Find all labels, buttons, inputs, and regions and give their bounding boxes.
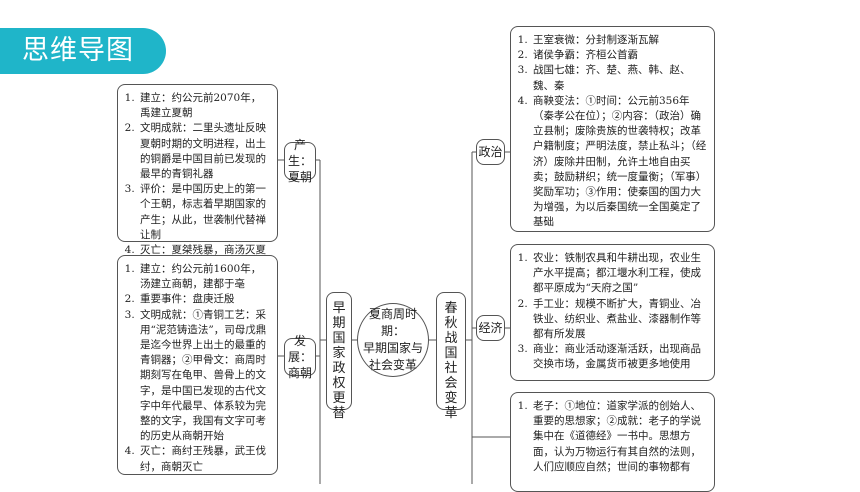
right-branch-title: 春秋战国社会变革 bbox=[444, 301, 458, 421]
economy-label: 经济 bbox=[478, 321, 503, 335]
economy-label-node: 经济 bbox=[476, 315, 505, 341]
list-item: 文明成就：①青铜工艺：采用“泥范铸造法”，司母戊鼎是迄今世界上出土的最重的青铜器… bbox=[138, 308, 270, 445]
list-item: 诸侯争霸：齐桓公首霸 bbox=[531, 48, 707, 63]
list-item: 建立：约公元前1600年，汤建立商朝，建都于亳 bbox=[138, 262, 270, 292]
left-branch-title: 早期国家政权更替 bbox=[332, 301, 346, 421]
shang-label-node: 发展： 商朝 bbox=[284, 334, 316, 380]
list-item: 建立：约公元前2070年，禹建立夏朝 bbox=[138, 91, 270, 121]
mindmap-title-banner: 思维导图 bbox=[0, 28, 166, 74]
xia-label-node: 产生： 夏朝 bbox=[284, 138, 316, 184]
politics-detail-list: 王室衰微：分封制逐渐瓦解 诸侯争霸：齐桓公首霸 战国七雄：齐、楚、燕、韩、赵、魏… bbox=[518, 33, 707, 231]
shang-detail-list: 建立：约公元前1600年，汤建立商朝，建都于亳 重要事件：盘庚迁殷 文明成就：①… bbox=[125, 262, 270, 475]
politics-detail-box: 王室衰微：分封制逐渐瓦解 诸侯争霸：齐桓公首霸 战国七雄：齐、楚、燕、韩、赵、魏… bbox=[510, 26, 715, 232]
shang-detail-box: 建立：约公元前1600年，汤建立商朝，建都于亳 重要事件：盘庚迁殷 文明成就：①… bbox=[117, 255, 278, 475]
list-item: 评价：是中国历史上的第一个王朝，标志着早期国家的产生；从此，世袭制代替禅让制 bbox=[138, 182, 270, 243]
list-item: 重要事件：盘庚迁殷 bbox=[138, 292, 270, 307]
list-item: 王室衰微：分封制逐渐瓦解 bbox=[531, 33, 707, 48]
culture-detail-list: 老子：①地位：道家学派的创始人、重要的思想家；②成就：老子的学说集中在《道德经》… bbox=[518, 399, 707, 475]
center-line: 夏商周时期： bbox=[368, 307, 417, 338]
list-item: 商鞅变法：①时间：公元前356年（秦孝公在位）；②内容：（政治）确立县制；废除贵… bbox=[531, 94, 707, 231]
mindmap-title: 思维导图 bbox=[22, 35, 134, 66]
xia-detail-list: 建立：约公元前2070年，禹建立夏朝 文明成就：二里头遗址反映夏朝时期的文明进程… bbox=[125, 91, 270, 258]
center-line: 社会变革 bbox=[368, 358, 417, 372]
culture-detail-box: 老子：①地位：道家学派的创始人、重要的思想家；②成就：老子的学说集中在《道德经》… bbox=[510, 392, 715, 492]
politics-label-node: 政治 bbox=[476, 139, 505, 165]
list-item: 农业：铁制农具和牛耕出现，农业生产水平提高；都江堰水利工程，使成都平原成为“天府… bbox=[531, 251, 707, 297]
list-item: 老子：①地位：道家学派的创始人、重要的思想家；②成就：老子的学说集中在《道德经》… bbox=[531, 399, 707, 475]
right-branch-node: 春秋战国社会变革 bbox=[436, 292, 466, 421]
left-branch-node: 早期国家政权更替 bbox=[326, 292, 352, 421]
list-item: 战国七雄：齐、楚、燕、韩、赵、魏、秦 bbox=[531, 63, 707, 93]
list-item: 商业：商业活动逐渐活跃，出现商品交换市场，金属货币被更多地使用 bbox=[531, 342, 707, 372]
xia-label-line2: 夏朝 bbox=[287, 170, 312, 184]
list-item: 灭亡：夏桀残暴，商汤灭夏 bbox=[138, 243, 270, 258]
list-item: 文明成就：二里头遗址反映夏朝时期的文明进程，出土的铜爵是中国目前已发现的最早的青… bbox=[138, 121, 270, 182]
economy-detail-box: 农业：铁制农具和牛耕出现，农业生产水平提高；都江堰水利工程，使成都平原成为“天府… bbox=[510, 244, 715, 381]
politics-label: 政治 bbox=[478, 145, 503, 159]
shang-label-line1: 发展： bbox=[287, 334, 312, 364]
xia-label-line1: 产生： bbox=[287, 138, 312, 168]
center-node: 夏商周时期： 早期国家与 社会变革 bbox=[357, 303, 429, 377]
center-line: 早期国家与 bbox=[362, 341, 423, 355]
list-item: 手工业：规模不断扩大，青铜业、冶铁业、纺织业、煮盐业、漆器制作等都有所发展 bbox=[531, 297, 707, 343]
economy-detail-list: 农业：铁制农具和牛耕出现，农业生产水平提高；都江堰水利工程，使成都平原成为“天府… bbox=[518, 251, 707, 373]
shang-label-line2: 商朝 bbox=[287, 366, 312, 380]
list-item: 灭亡：商纣王残暴，武王伐纣，商朝灭亡 bbox=[138, 444, 270, 474]
xia-detail-box: 建立：约公元前2070年，禹建立夏朝 文明成就：二里头遗址反映夏朝时期的文明进程… bbox=[117, 84, 278, 256]
